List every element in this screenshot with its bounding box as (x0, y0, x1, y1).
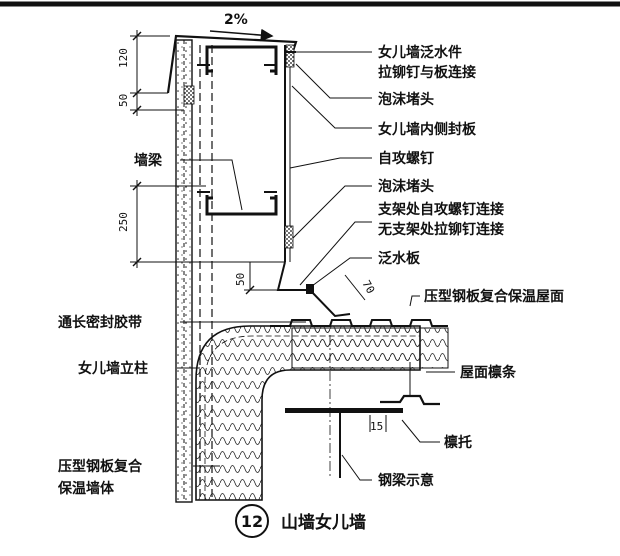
foam-plug-left (183, 85, 195, 105)
slope-label: 2% (224, 12, 248, 28)
detail-title: 山墙女儿墙 (281, 512, 366, 533)
label-parapet-flashing: 女儿墙泛水件 (378, 44, 462, 61)
roof-profiled-sheet (270, 319, 448, 327)
label-sealant-tape: 通长密封胶带 (58, 314, 142, 331)
label-flashing-plate: 泛水板 (378, 250, 421, 267)
foam-plug-mid (284, 225, 294, 249)
label-wall-beam: 墙梁 (134, 152, 163, 169)
dim-50-mid: 50 (234, 273, 247, 286)
label-bracket-screw: 支架处自攻螺钉连接 (377, 201, 504, 218)
curved-insulation (195, 325, 421, 501)
label-foam-plug-2: 泡沫堵头 (378, 178, 434, 195)
dim-70: 70 (359, 278, 377, 296)
curved-insulation-inner (204, 335, 420, 500)
dim-120: 120 (117, 48, 130, 68)
wall-beam (205, 195, 278, 216)
top-wall-beam (205, 45, 278, 75)
roof-purlin (380, 394, 440, 406)
label-composite-wall-2: 保温墙体 (57, 480, 115, 497)
foam-plug-top-right (285, 44, 295, 68)
label-roof-purlin: 屋面檩条 (460, 364, 517, 381)
dim-250: 250 (117, 212, 130, 232)
leader-lines (177, 51, 455, 481)
label-composite-roof: 压型钢板复合保温屋面 (424, 288, 564, 305)
label-foam-plug-1: 泡沫堵头 (378, 91, 434, 108)
roof-insulation-layer (291, 327, 449, 369)
label-self-tapping-screw: 自攻螺钉 (378, 150, 434, 167)
label-composite-wall-1: 压型钢板复合 (58, 458, 143, 475)
screws-top (197, 51, 296, 66)
slope-arrow (209, 28, 274, 42)
label-inner-lining: 女儿墙内侧封板 (378, 121, 477, 138)
label-rivet-connection: 拉铆钉与板连接 (378, 64, 476, 81)
dim-50-top: 50 (117, 94, 130, 107)
label-no-bracket-rivet: 无支架处拉铆钉连接 (377, 221, 504, 238)
purlin-bracket (285, 408, 403, 413)
label-steel-beam: 钢梁示意 (378, 472, 434, 489)
dim-15: 15 (370, 420, 383, 433)
dim-ticks (132, 31, 255, 295)
sealant-tape (306, 284, 314, 294)
label-parapet-column: 女儿墙立柱 (78, 360, 148, 377)
detail-number-circle (235, 504, 269, 538)
label-purlin-bracket: 檩托 (444, 434, 472, 451)
dim-lines (130, 30, 387, 432)
detail-number: 12 (241, 512, 263, 531)
